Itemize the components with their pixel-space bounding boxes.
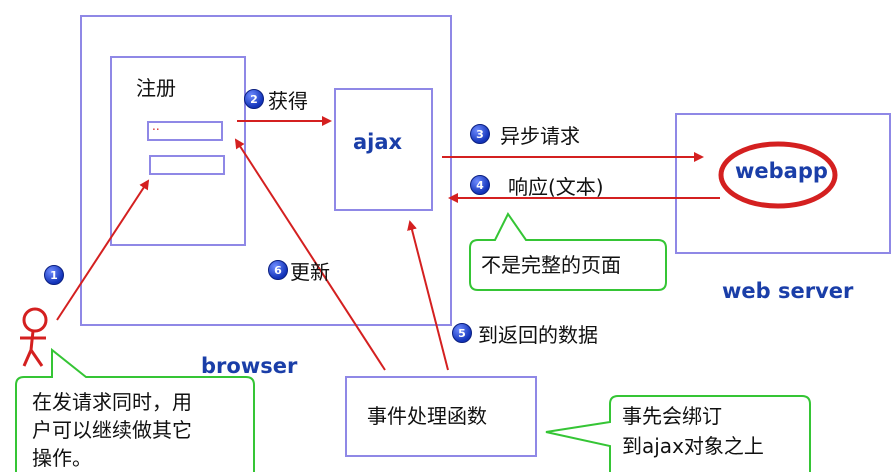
- callout-bind-line-1: 事先会绑订: [622, 404, 722, 428]
- input-dots: ..: [152, 119, 160, 133]
- web-server-label: web server: [722, 279, 854, 303]
- ajax-label: ajax: [353, 130, 403, 154]
- callout-user-line-2: 户可以继续做其它: [32, 418, 192, 442]
- handler-label: 事件处理函数: [367, 404, 487, 428]
- step-6-badge: 6: [268, 260, 288, 280]
- arrow-update: [234, 138, 386, 371]
- web-server-box: [675, 113, 891, 254]
- step-3-label: 异步请求: [500, 124, 580, 148]
- step-2-badge: 2: [244, 89, 264, 109]
- step-5-badge: 5: [452, 323, 472, 343]
- callout-user-line-1: 在发请求同时，用: [32, 390, 192, 414]
- register-form-box: [110, 56, 246, 246]
- callout-bind-ajax: [545, 395, 811, 472]
- arrow-get-data: [407, 220, 449, 371]
- step-4-label: 响应(文本): [508, 175, 604, 199]
- arrow-user-to-form: [56, 179, 150, 321]
- user-stick-figure: [20, 307, 48, 367]
- callout-bind-line-2: 到ajax对象之上: [622, 434, 764, 458]
- ajax-box: [334, 88, 433, 211]
- step-3-badge: 3: [470, 124, 490, 144]
- webapp-oval: [718, 141, 838, 209]
- webapp-label: webapp: [735, 159, 828, 183]
- step-2-label: 获得: [268, 89, 308, 113]
- handler-box: [345, 376, 537, 457]
- browser-box: [80, 15, 452, 326]
- step-5-label: 到返回的数据: [478, 323, 598, 347]
- step-6-label: 更新: [290, 260, 330, 284]
- step-4-badge: 4: [470, 175, 490, 195]
- callout-not-full-page-text: 不是完整的页面: [481, 253, 621, 277]
- browser-label: browser: [201, 354, 298, 378]
- callout-user-continue: [15, 347, 255, 472]
- register-label: 注册: [136, 76, 176, 100]
- form-input-2: [149, 155, 225, 175]
- callout-not-full-page: [469, 212, 667, 291]
- form-input-1: [147, 121, 223, 141]
- step-1-badge: 1: [44, 265, 64, 285]
- callout-user-line-3: 操作。: [32, 446, 92, 470]
